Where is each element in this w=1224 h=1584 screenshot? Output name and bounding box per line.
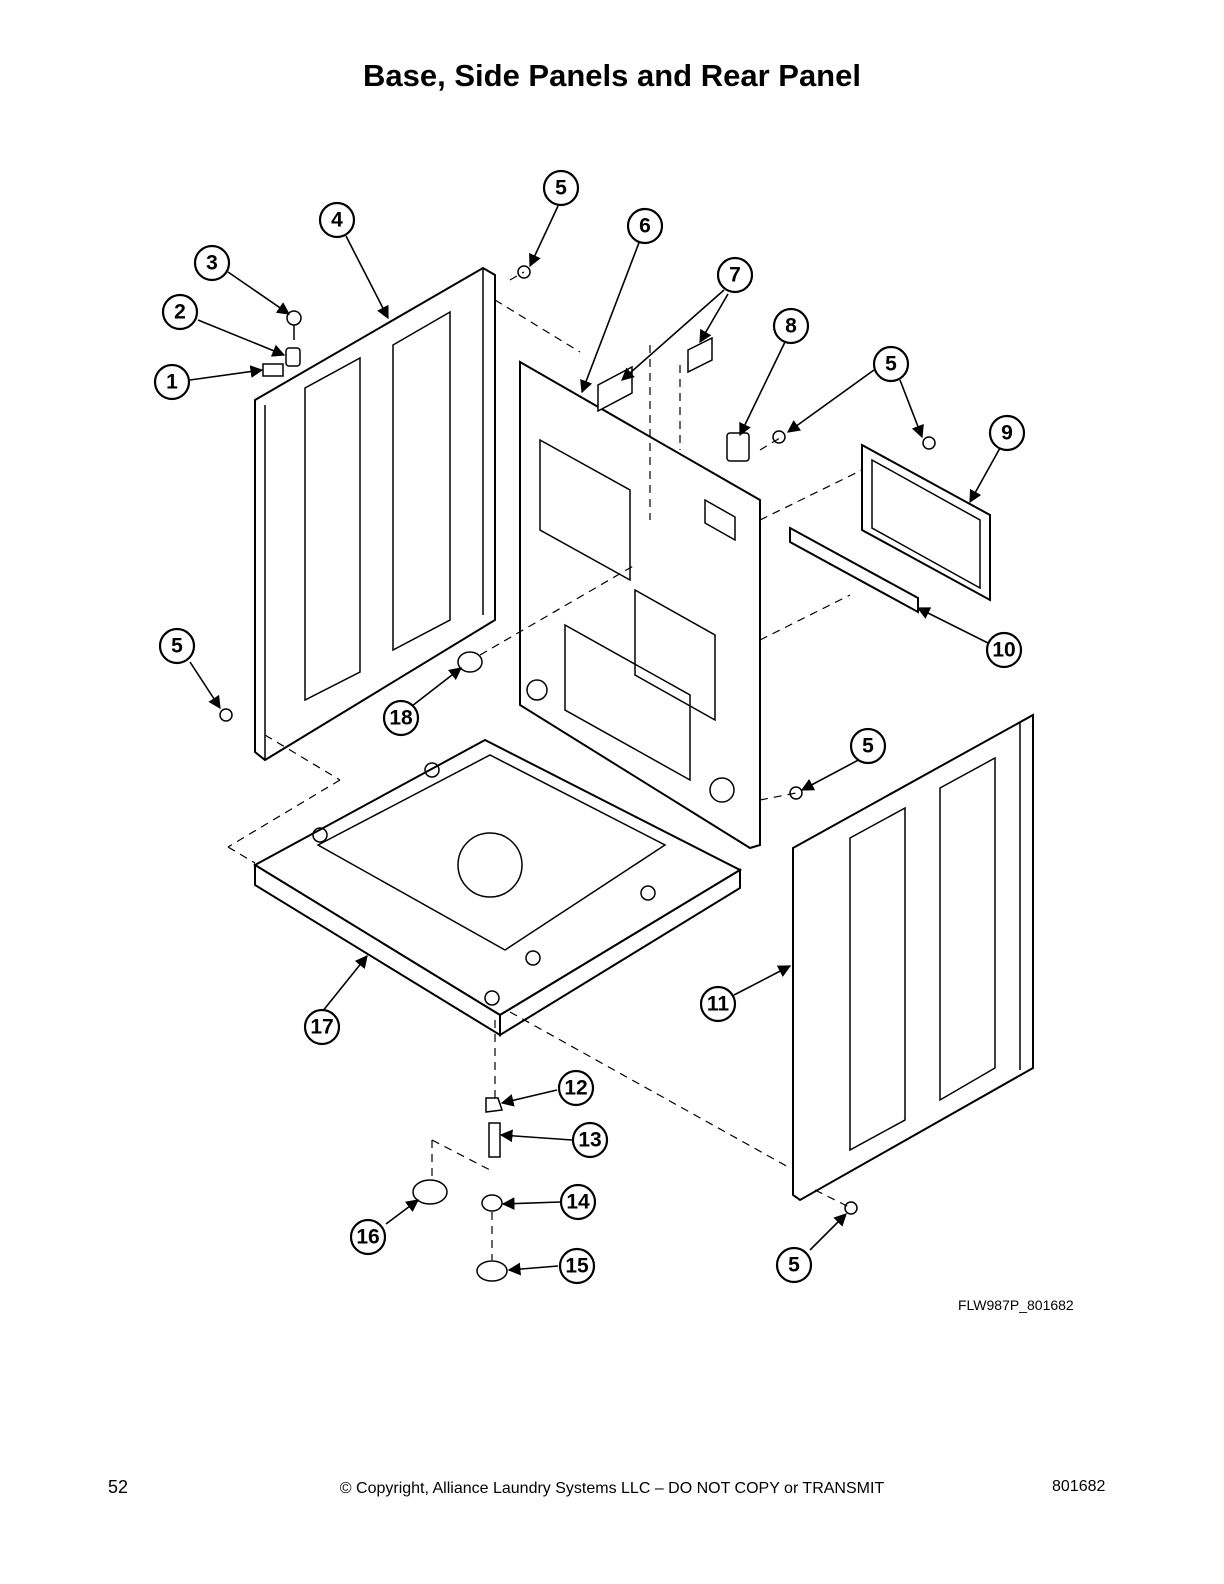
callout-4: [318, 201, 356, 239]
callout-label: 16: [356, 1226, 379, 1249]
leader-lines: [189, 205, 1001, 1276]
callout-label: 3: [206, 252, 218, 275]
callout-1: [153, 363, 191, 401]
callout-6: [626, 207, 664, 245]
callout-label: 10: [992, 639, 1015, 662]
right-side-panel: [792, 713, 1034, 1202]
callout-12: [557, 1069, 595, 1107]
callout-label: 15: [565, 1255, 589, 1278]
label-part-7: [597, 365, 633, 413]
callout-label: 6: [639, 215, 651, 238]
callout-label: 9: [1001, 422, 1013, 445]
callout-label: 7: [729, 264, 741, 287]
page-title: Base, Side Panels and Rear Panel: [363, 58, 861, 93]
callout-label: 1: [166, 371, 178, 394]
plug-part-18: [457, 651, 483, 673]
hardware: [219, 265, 936, 1282]
page-number: 52: [108, 1477, 129, 1497]
callout-label: 8: [785, 315, 797, 338]
access-cover: [861, 443, 991, 602]
base-frame: [253, 738, 743, 1037]
callout-11: [699, 985, 737, 1023]
callout-5d: [849, 727, 887, 765]
callout-label: 5: [171, 635, 183, 658]
assembly-guide-lines: [227, 271, 863, 1260]
callout-5b: [872, 345, 910, 383]
cap-part-16: [412, 1179, 448, 1205]
latch-part-8: [726, 432, 750, 462]
left-side-panel: [254, 266, 496, 762]
callout-8: [772, 307, 810, 345]
pad-part-1: [262, 363, 284, 377]
callout-9: [988, 414, 1026, 452]
bolt-part-13: [488, 1122, 501, 1158]
callout-7: [716, 256, 754, 294]
callout-5a: [542, 169, 580, 207]
callout-label: 18: [389, 707, 413, 730]
document-number: 801682: [1052, 1478, 1106, 1495]
callout-18: [382, 699, 420, 737]
callout-2: [161, 293, 199, 331]
callout-label: 5: [885, 353, 897, 376]
callout-label: 2: [174, 301, 186, 324]
nut-part-12: [485, 1097, 504, 1113]
copyright-notice: © Copyright, Alliance Laundry Systems LL…: [339, 1480, 885, 1497]
rear-panel: [519, 360, 761, 850]
callout-label: 5: [788, 1254, 800, 1277]
callout-16: [349, 1218, 387, 1256]
callout-label: 13: [578, 1129, 601, 1152]
callout-label: 11: [707, 993, 730, 1016]
foot-part-15: [476, 1260, 508, 1282]
washer-part-14: [481, 1194, 503, 1212]
bushing-part-2: [285, 347, 301, 367]
callout-label: 4: [331, 209, 343, 232]
callout-label: 17: [310, 1016, 333, 1039]
callout-13: [571, 1121, 609, 1159]
callout-10: [985, 631, 1023, 669]
callout-label: 5: [862, 735, 874, 758]
callout-circles: [153, 169, 1026, 1285]
callout-15: [558, 1247, 596, 1285]
callout-label: 5: [555, 177, 567, 200]
callout-5c: [158, 627, 196, 665]
diagram-reference: FLW987P_801682: [958, 1297, 1074, 1313]
callout-14: [559, 1183, 597, 1221]
callout-5e: [775, 1246, 813, 1284]
callout-label: 14: [566, 1191, 590, 1214]
callout-3: [193, 244, 231, 282]
callout-17: [303, 1008, 341, 1046]
callout-label: 12: [564, 1077, 587, 1100]
